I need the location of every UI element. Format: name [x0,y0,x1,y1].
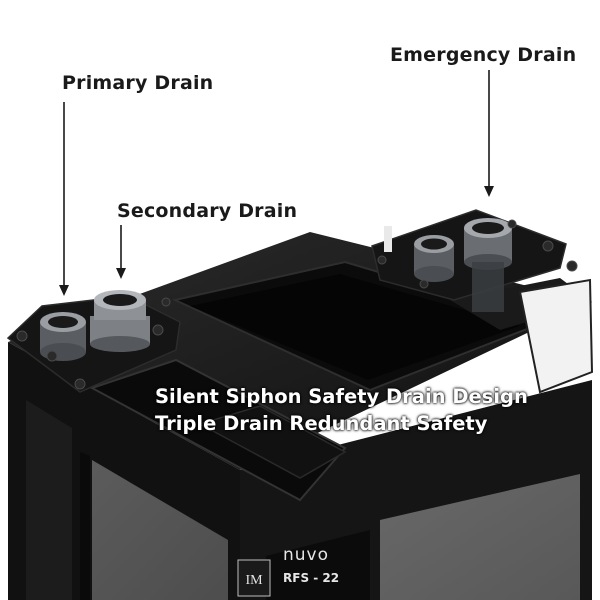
filter-chamber-divider [198,405,347,479]
brand-product-name: nuvo [283,545,329,565]
overlay-line-1: Silent Siphon Safety Drain Design [155,385,528,408]
emergency-drain-fitting-left [414,235,454,282]
side-window-small [266,530,370,600]
front-window-left [26,400,72,600]
secondary-drain-fitting [90,290,150,352]
side-window [380,474,580,600]
front-window-frame [80,452,90,600]
brand-logo-box [237,559,271,597]
brand-logo-glyph: IM [245,573,263,588]
airline-fitting [384,226,392,252]
plate-bolts [16,219,578,390]
emergency-drain-pipe [472,262,504,312]
primary-drain-fitting [40,312,86,361]
primary-drain-label: Primary Drain [62,72,214,94]
emergency-drain-label: Emergency Drain [390,44,577,66]
brand-model: RFS - 22 [283,571,339,585]
secondary-drain-label: Secondary Drain [117,200,298,222]
return-chamber-inner [190,274,520,380]
front-window-right [92,460,228,600]
callout-arrows [59,70,494,296]
overlay-line-2: Triple Drain Redundant Safety [155,412,488,435]
right-chamber-glass [518,278,594,394]
